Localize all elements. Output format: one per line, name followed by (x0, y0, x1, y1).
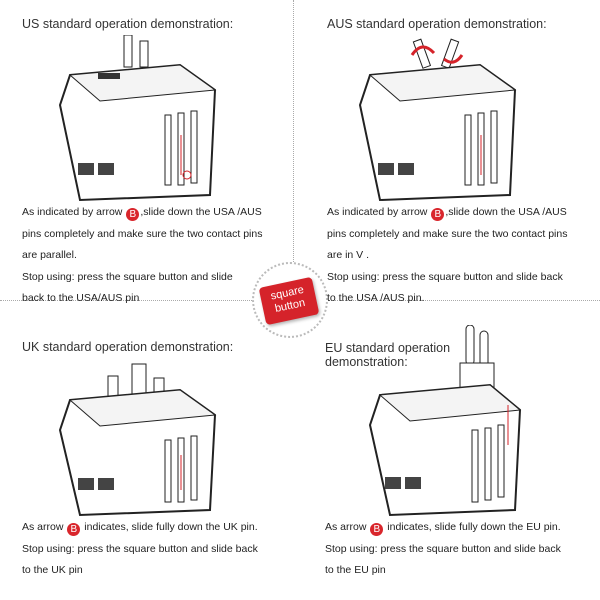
text-line: are in V . (327, 249, 370, 261)
text: ,slide down the USA /AUS (445, 206, 567, 218)
text-line: Stop using: press the square button and … (22, 270, 233, 283)
arrow-b-badge: B (126, 208, 140, 221)
eu-instructions: As arrow B indicates, slide fully down t… (325, 517, 561, 582)
aus-title: AUS standard operation demonstration: (327, 17, 547, 31)
text: ,slide down the USA /AUS (140, 206, 262, 218)
text-line: to the USA /AUS pin. (327, 292, 425, 304)
text: As indicated by arrow (22, 206, 123, 218)
arrow-b-badge: B (370, 523, 384, 536)
divider-horizontal-left (0, 300, 252, 301)
uk-instructions: As arrow B indicates, slide fully down t… (22, 517, 258, 582)
text: indicates, slide fully down the UK pin. (84, 521, 258, 533)
title-line: EU standard operation (325, 341, 451, 355)
text-line: Stop using: press the square button and … (327, 270, 563, 283)
text-line: are parallel. (22, 249, 77, 261)
us-title: US standard operation demonstration: (22, 17, 234, 31)
aus-adapter-illustration (358, 38, 517, 202)
text-line: to the UK pin (22, 564, 83, 576)
us-instructions: As indicated by arrow B,slide down the U… (22, 202, 262, 310)
text: As arrow (325, 521, 367, 533)
eu-adapter-illustration (368, 325, 522, 517)
uk-title: UK standard operation demonstration: (22, 340, 234, 354)
text: indicates, slide fully down the EU pin. (387, 521, 561, 533)
arrow-b-badge: B (67, 523, 81, 536)
text-line: back to the USA/AUS pin (22, 292, 140, 304)
text-line: Stop using: press the square button and … (22, 542, 258, 555)
aus-instructions: As indicated by arrow B,slide down the U… (327, 202, 567, 310)
arrow-b-badge: B (431, 208, 445, 221)
title-line: demonstration: (325, 355, 408, 369)
text-line: pins completely and make sure the two co… (22, 227, 263, 240)
center-circle (252, 262, 328, 338)
text: As indicated by arrow (327, 206, 428, 218)
text-line: pins completely and make sure the two co… (327, 227, 568, 240)
us-adapter-illustration (58, 35, 217, 202)
divider-vertical (293, 0, 294, 262)
text-line: to the EU pin (325, 564, 386, 576)
divider-horizontal-right (328, 300, 600, 301)
uk-adapter-illustration (58, 363, 217, 517)
text-line: Stop using: press the square button and … (325, 542, 561, 555)
text: As arrow (22, 521, 64, 533)
